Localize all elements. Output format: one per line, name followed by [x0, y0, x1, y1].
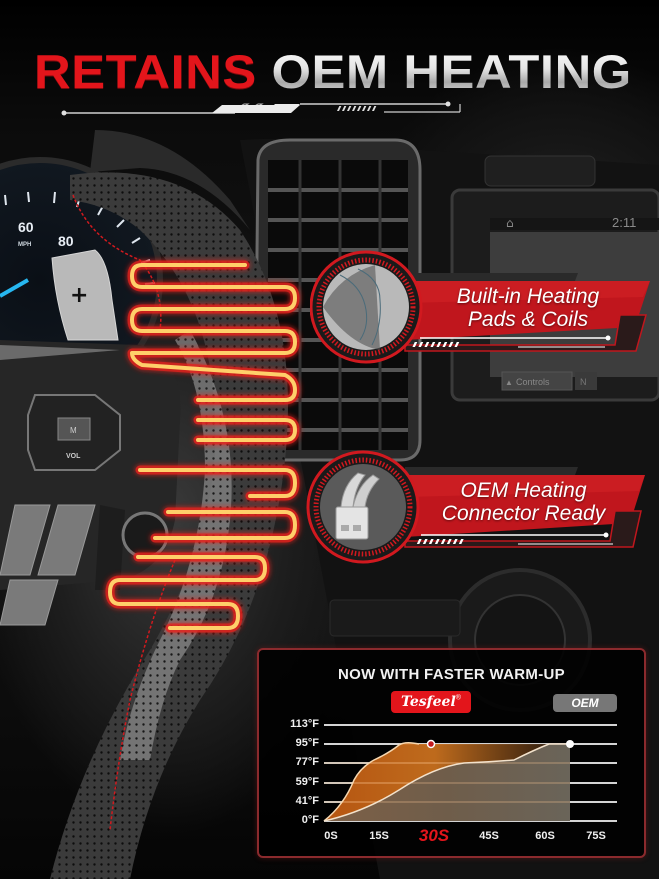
svg-text:N: N [580, 377, 587, 387]
svg-text:▲: ▲ [505, 378, 513, 387]
screen-clock: 2:11 [612, 215, 636, 230]
x-tick: 75S [586, 830, 606, 842]
y-tick: 59°F [295, 776, 319, 788]
x-tick: 45S [479, 830, 499, 842]
callout-heating-pads: Built-in Heating Pads & Coils [310, 245, 659, 365]
tesfeel-logo: Tesfeel [401, 694, 456, 710]
oem-marker [566, 740, 574, 748]
warmup-chart-panel: NOW WITH FASTER WARM-UP Tesfeel® OEM 113… [257, 648, 646, 858]
steering-dpad: M VOL [27, 394, 121, 471]
svg-text:80: 80 [58, 233, 74, 249]
y-tick: 113°F [290, 718, 319, 730]
y-tick: 41°F [295, 795, 319, 807]
y-tick: 0°F [301, 814, 319, 826]
title-underline-decoration [61, 101, 461, 116]
chart-title: NOW WITH FASTER WARM-UP [338, 666, 565, 683]
title-silver: OEM HEATING [271, 45, 632, 98]
connector-icon [335, 472, 380, 540]
svg-text:MPH: MPH [18, 242, 31, 248]
screen-controls-button: Controls [516, 377, 550, 387]
callout-oem-connector: OEM Heating Connector Ready [303, 445, 659, 570]
tesfeel-marker [426, 739, 436, 749]
coil-path [105, 260, 300, 633]
callout-heating-pads-text: Built-in Heating Pads & Coils [456, 285, 600, 331]
x-tick: 60S [535, 830, 555, 842]
y-tick: 77°F [295, 756, 319, 768]
home-icon: ⌂ [506, 216, 514, 230]
x-tick: 0S [324, 830, 338, 842]
y-tick: 95°F [295, 737, 319, 749]
svg-text:M: M [70, 426, 77, 435]
legend-tesfeel: Tesfeel® [391, 691, 471, 713]
title-red: RETAINS [34, 45, 257, 98]
callout-oem-connector-text: OEM Heating Connector Ready [441, 479, 606, 525]
paddle-plus-icon: + [70, 283, 88, 308]
page-title: RETAINS OEM HEATING [34, 44, 632, 99]
legend-oem: OEM [553, 694, 617, 712]
svg-text:VOL: VOL [66, 453, 81, 460]
chart-plot [323, 724, 617, 822]
svg-text:60: 60 [18, 219, 34, 235]
x-tick-highlight: 30S [418, 826, 450, 845]
x-tick: 15S [369, 830, 389, 842]
